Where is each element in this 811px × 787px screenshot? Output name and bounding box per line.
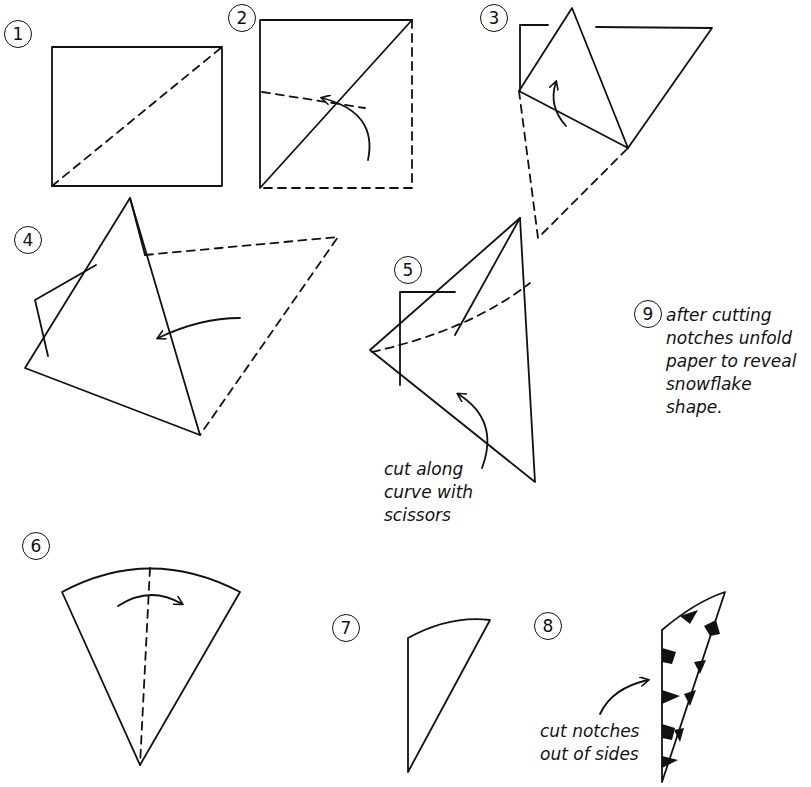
step-number: 8 [534,612,562,640]
step-number: 5 [394,256,422,284]
step-number: 4 [14,226,42,254]
step-number: 1 [4,20,32,48]
step-number: 3 [480,4,508,32]
instruction-note: after cutting notches unfold paper to re… [666,304,806,419]
step-number: 2 [228,4,256,32]
instruction-note: cut along curve with scissors [384,458,509,527]
step-number: 7 [332,614,360,642]
step-number: 9 [634,300,662,328]
step-number: 6 [22,532,50,560]
instruction-note: cut notches out of sides [540,720,648,766]
